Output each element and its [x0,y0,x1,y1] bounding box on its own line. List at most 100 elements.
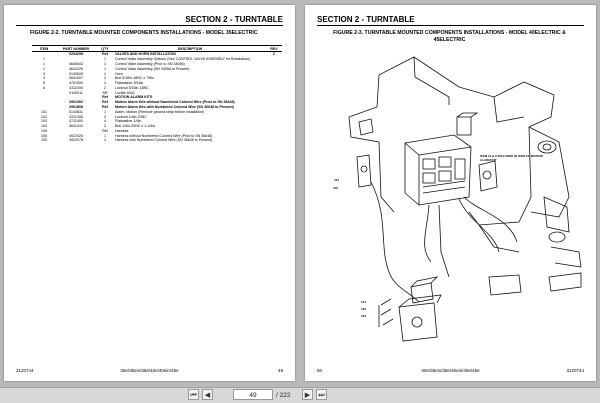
cell-qty: Ref [102,100,108,105]
cell-part-number: 3311408 [69,114,83,119]
section-title: SECTION 2 - TURNTABLE [317,15,415,24]
table-row: 105 Ref Harness [32,129,282,134]
last-page-button[interactable]: ⏭ [316,389,327,400]
table-row: 0100011 AR Loctite 4042 [32,90,282,95]
cell-part-number: 4922078 [69,138,83,143]
footer-page-number: 49 [277,368,283,373]
cell-qty: 1 [104,66,106,71]
cell-item: 3 [43,71,45,76]
last-page-icon: ⏭ [318,392,325,399]
cell-description: Bolt 5/16in-18NC x 7/8in [115,76,154,81]
cell-item: 1 [43,66,45,71]
cell-qty: AR [102,90,108,95]
table-row: 2901302 Ref Motion Alarm Kits without Numb… [32,100,282,105]
callout-102: 102 [361,307,367,311]
cell-item: 105 [41,138,47,143]
cell-item: 1 [43,57,45,62]
cell-qty: Ref [102,95,108,100]
cell-qty: 1 [104,71,106,76]
turntable-diagram [348,56,582,342]
first-page-icon: ⏮ [190,392,197,399]
cell-qty: 1 [104,61,106,66]
cell-description: Control Valve Assembly (Prior to SN 3405… [115,61,185,66]
cell-description: Control Valve Assembly (SN 34056 to Pres… [115,66,190,71]
parts-table: ITEM PART NUMBER QTY DESCRIPTION REV 025… [32,44,282,143]
page-total: / 222 [276,392,291,399]
cell-description: Motion Alarm Kits with Numbered Colored … [115,104,234,109]
cell-item: 104 [41,124,47,129]
cell-part-number: 4641026 [69,66,83,71]
cell-qty: 4 [104,119,106,124]
cell-item: 5 [43,81,45,86]
prev-page-button[interactable]: ◀ [202,389,213,400]
cell-qty: 1 [104,138,106,143]
cell-rev [266,138,282,143]
diagram-note: ITEM #1 & 2 INCLUDED IN ITEM #1, MOTION … [480,154,543,162]
cell-description: Flatwasher 5/16in [115,81,144,86]
left-page: SECTION 2 - TURNTABLE FIGURE 2-2. TURNTA… [4,5,295,381]
cell-item: 6 [43,85,45,90]
cell-item: 103 [41,119,47,124]
cell-part-number: 4711400 [69,119,83,124]
callout-104: 104 [334,178,340,182]
table-row: 1 4641026 1 Control Valve Assembly (SN 3405… [32,67,282,72]
cell-description: Locknut 1/4in-20NC [115,114,147,119]
column-header-item: ITEM [32,44,56,53]
cell-qty: Ref [102,128,108,133]
turntable-frame [348,56,582,342]
cell-description: Harness [115,128,129,133]
next-page-button[interactable]: ▶ [302,389,313,400]
cell-description: Motion Alarm Kits without Numbered Color… [115,100,235,105]
footer-doc-number: 3120744 [566,368,584,373]
cell-qty: Ref [102,52,108,57]
cell-qty: 2 [104,85,106,90]
cell-description: Harness without Numbered Colored Wire (P… [115,133,213,138]
cell-qty: 1 [104,133,106,138]
prev-page-icon: ◀ [204,392,211,399]
cell-part-number: 4922426 [69,133,83,138]
cell-description: Bolt 1/4in-20NC x 1-1/4in [115,124,156,129]
figure-title: FIGURE 2-3. TURNTABLE MOUNTED COMPONENTS… [333,30,566,43]
footer-page-number: 50 [317,368,323,373]
cell-part-number: 2901808 [69,104,83,109]
next-page-icon: ▶ [304,392,311,399]
column-header-part-number: PART NUMBER [56,44,96,53]
cell-qty: 1 [104,109,106,114]
cell-part-number: 0100011 [69,90,83,95]
cell-qty: Ref [102,104,108,109]
cell-part-number: 0254298 [69,52,83,57]
cell-item: 1 [43,61,45,66]
column-header-description: DESCRIPTION [114,44,266,53]
cell-description: VALVES AND HORN INSTALLATION [115,52,176,57]
cell-part-number: 2901302 [69,100,83,105]
viewer-toolbar: ⏮ ◀ 49 / 222 ▶ ⏭ [0,387,600,403]
figure-title: FIGURE 2-2. TURNTABLE MOUNTED COMPONENTS… [30,30,258,36]
cell-description: Locknut 5/16in-18NC [115,85,149,90]
page-number-input[interactable]: 49 [233,389,273,400]
first-page-button[interactable]: ⏮ [188,389,199,400]
right-page: SECTION 2 - TURNTABLE FIGURE 2-3. TURNTA… [305,5,596,381]
cell-part-number: 0641410 [69,124,83,129]
cell-item: 105 [41,128,47,133]
cell-part-number: 3311005 [69,85,83,90]
callout-101: 101 [361,300,367,304]
section-title: SECTION 2 - TURNTABLE [185,15,283,24]
cell-description: Loctite 4042 [115,90,135,95]
cell-qty: 2 [104,76,106,81]
cell-rev: Z [272,52,276,57]
callout-105: 105 [333,186,339,190]
header-rule [16,25,283,26]
header-rule [317,25,584,26]
